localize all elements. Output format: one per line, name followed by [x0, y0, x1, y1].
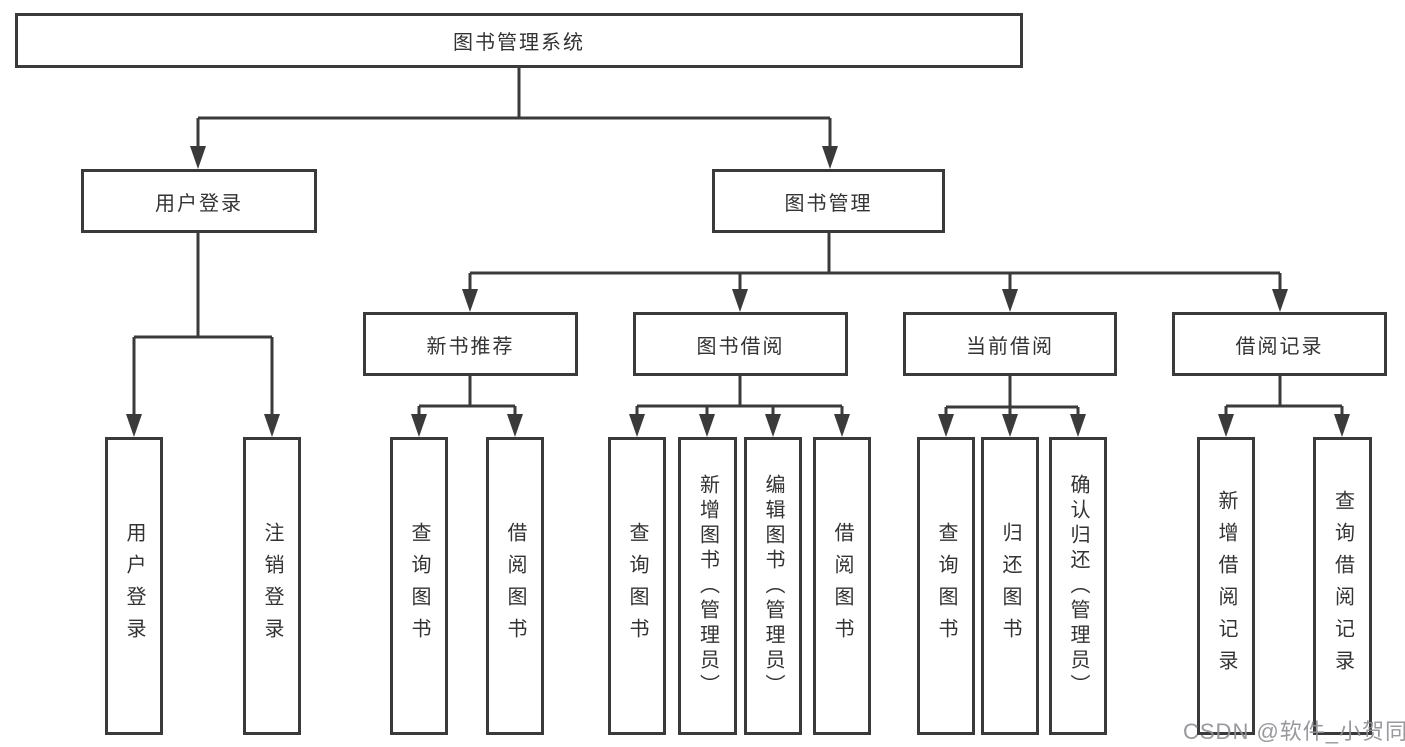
node-current-borrow: 当前借阅	[903, 312, 1117, 376]
leaf-query-books-borrow: 查询图书	[608, 437, 666, 735]
node-label: 当前借阅	[966, 335, 1054, 358]
node-new-book-recommend: 新书推荐	[363, 312, 578, 376]
leaf-borrow-books: 借阅图书	[813, 437, 871, 735]
leaf-confirm-return-admin: 确认归还（管理员）	[1049, 437, 1107, 735]
node-label: 编辑图书（管理员）	[762, 473, 784, 699]
node-label: 新增图书（管理员）	[696, 473, 719, 699]
arrowheads	[126, 146, 1350, 437]
node-user-login: 用户登录	[81, 169, 317, 233]
node-label: 归还图书	[999, 522, 1021, 650]
leaf-query-books-recommend: 查询图书	[390, 437, 448, 735]
node-label: 注销登录	[261, 522, 283, 650]
node-label: 借阅记录	[1235, 335, 1324, 358]
watermark-text: CSDN @软件_小贺同学	[1183, 719, 1405, 744]
node-label: 用户登录	[155, 192, 243, 215]
node-label: 查询借阅记录	[1331, 490, 1354, 682]
leaf-borrow-books-recommend: 借阅图书	[486, 437, 544, 735]
leaf-edit-books-admin: 编辑图书（管理员）	[744, 437, 802, 735]
node-label: 确认归还（管理员）	[1067, 473, 1089, 699]
node-label: 借阅图书	[831, 522, 853, 650]
leaf-add-borrow-record: 新增借阅记录	[1197, 437, 1255, 735]
node-label: 新增借阅记录	[1215, 490, 1237, 682]
node-label: 图书借阅	[696, 335, 785, 358]
node-label: 图书管理	[784, 192, 873, 215]
node-label: 图书管理系统	[453, 32, 585, 54]
node-label: 新书推荐	[426, 335, 515, 358]
leaf-return-books: 归还图书	[981, 437, 1039, 735]
node-book-management: 图书管理	[712, 169, 945, 233]
node-label: 借阅图书	[504, 522, 526, 650]
leaf-user-login: 用户登录	[105, 437, 163, 735]
node-borrow-records: 借阅记录	[1172, 312, 1387, 376]
node-label: 查询图书	[935, 522, 957, 650]
node-label: 用户登录	[123, 522, 145, 650]
node-label: 查询图书	[408, 522, 430, 650]
node-book-borrow: 图书借阅	[633, 312, 848, 376]
leaf-query-borrow-record: 查询借阅记录	[1313, 437, 1372, 735]
leaf-logout: 注销登录	[243, 437, 301, 735]
node-library-system: 图书管理系统	[15, 13, 1023, 68]
node-label: 查询图书	[626, 522, 648, 650]
leaf-add-books-admin: 新增图书（管理员）	[678, 437, 737, 735]
leaf-query-books-current: 查询图书	[917, 437, 975, 735]
